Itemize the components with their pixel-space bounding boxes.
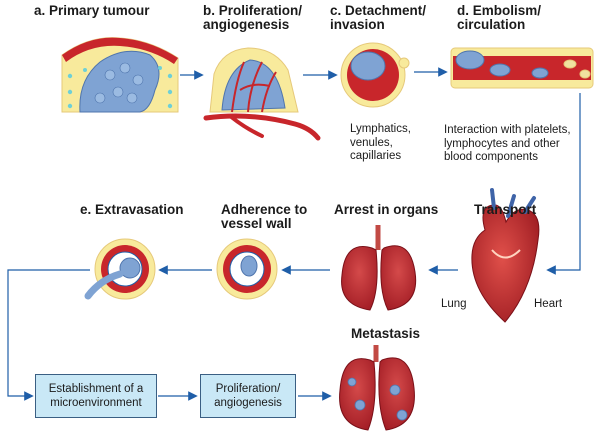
adherence-label: Adherence to vessel wall [221,202,308,231]
lung-note: Lung [441,298,467,310]
primary-tumour-illustration [61,37,179,113]
adherence-illustration [216,238,278,300]
lungs-illustration [341,225,417,311]
arrow-extravasation-establishment [7,269,90,401]
proliferation-box: Proliferation/ angiogenesis [200,374,296,418]
transport-label: Transport [474,202,537,217]
vessels-note: Lymphatics, venules, capillaries [350,123,411,162]
arrest-label: Arrest in organs [334,202,439,217]
establishment-box: Establishment of a microenvironment [35,374,157,418]
embolism-illustration [450,47,594,89]
detachment-illustration [340,42,410,108]
stage-b-label: b. Proliferation/ angiogenesis [203,3,303,32]
heart-note: Heart [534,298,563,310]
stage-c-label: c. Detachment/ invasion [330,3,427,32]
interaction-note: Interaction with platelets, lymphocytes … [444,124,571,163]
angiogenesis-illustration [203,47,321,141]
stage-a-label: a. Primary tumour [34,3,150,18]
stage-d-label: d. Embolism/ circulation [457,3,542,32]
metastasis-lungs-illustration [339,345,415,431]
stage-e-label: e. Extravasation [80,202,184,217]
extravasation-illustration [84,238,156,300]
heart-illustration [471,188,540,323]
metastasis-label: Metastasis [351,326,421,341]
flow-arrows [7,67,581,401]
arrow-d-transport [546,93,581,275]
